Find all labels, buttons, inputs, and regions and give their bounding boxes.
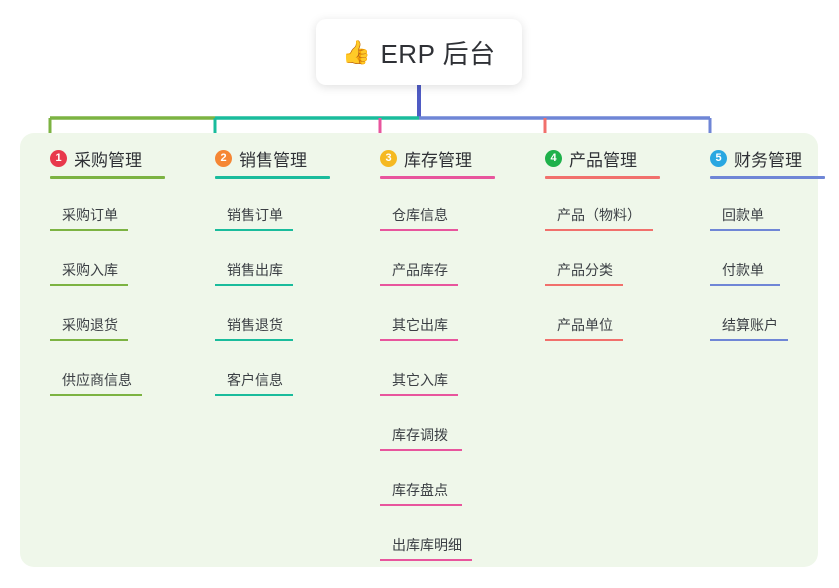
leaf-label: 结算账户 bbox=[722, 317, 778, 333]
leaf-underline bbox=[545, 229, 653, 231]
leaf-underline bbox=[215, 339, 293, 341]
branch-header-4[interactable]: 4 产品管理 bbox=[527, 146, 687, 170]
leaf-underline bbox=[380, 449, 462, 451]
leaf-item[interactable]: 产品（物料） bbox=[527, 179, 687, 234]
leaf-label: 销售订单 bbox=[227, 207, 283, 223]
leaf-item[interactable]: 销售退货 bbox=[197, 289, 357, 344]
leaf-underline bbox=[710, 284, 780, 286]
leaf-label: 产品库存 bbox=[392, 262, 448, 278]
branch-badge-2: 2 bbox=[215, 149, 232, 167]
leaf-label: 采购订单 bbox=[62, 207, 118, 223]
leaf-label: 付款单 bbox=[722, 262, 764, 278]
leaf-label: 销售退货 bbox=[227, 317, 283, 333]
leaf-label: 采购入库 bbox=[62, 262, 118, 278]
leaf-label: 供应商信息 bbox=[62, 372, 132, 388]
branch-header-3[interactable]: 3 库存管理 bbox=[362, 146, 522, 170]
leaf-list-5: 回款单付款单结算账户 bbox=[692, 179, 837, 344]
leaf-item[interactable]: 其它出库 bbox=[362, 289, 522, 344]
leaf-item[interactable]: 库存调拨 bbox=[362, 399, 522, 454]
branch-column-4: 4 产品管理产品（物料） 产品分类产品单位 bbox=[527, 146, 687, 344]
diagram-panel bbox=[20, 133, 818, 567]
leaf-label: 产品单位 bbox=[557, 317, 613, 333]
leaf-label: 出库库明细 bbox=[392, 537, 462, 553]
thumbs-up-icon: 👍 bbox=[342, 38, 372, 65]
branch-underline-4 bbox=[545, 176, 660, 179]
leaf-item[interactable]: 产品库存 bbox=[362, 234, 522, 289]
branch-header-1[interactable]: 1 采购管理 bbox=[32, 146, 192, 170]
root-node-label: 👍 ERP 后台 bbox=[342, 34, 495, 71]
leaf-item[interactable]: 仓库信息 bbox=[362, 179, 522, 234]
branch-badge-3: 3 bbox=[380, 149, 397, 167]
branch-title-5: 财务管理 bbox=[734, 150, 802, 170]
leaf-underline bbox=[215, 284, 293, 286]
leaf-underline bbox=[215, 394, 293, 396]
leaf-underline bbox=[380, 559, 472, 561]
leaf-item[interactable]: 结算账户 bbox=[692, 289, 837, 344]
leaf-label: 产品（物料） bbox=[557, 207, 641, 223]
root-title-text: ERP 后台 bbox=[380, 38, 496, 69]
branch-badge-1: 1 bbox=[50, 149, 67, 167]
leaf-underline bbox=[215, 229, 293, 231]
leaf-label: 其它入库 bbox=[392, 372, 448, 388]
leaf-item[interactable]: 销售出库 bbox=[197, 234, 357, 289]
leaf-item[interactable]: 销售订单 bbox=[197, 179, 357, 234]
leaf-underline bbox=[380, 394, 458, 396]
leaf-underline bbox=[545, 284, 623, 286]
branch-title-4: 产品管理 bbox=[569, 150, 637, 170]
branch-underline-5 bbox=[710, 176, 825, 179]
leaf-label: 产品分类 bbox=[557, 262, 613, 278]
branch-underline-1 bbox=[50, 176, 165, 179]
leaf-underline bbox=[50, 394, 142, 396]
leaf-label: 仓库信息 bbox=[392, 207, 448, 223]
leaf-item[interactable]: 采购入库 bbox=[32, 234, 192, 289]
root-node[interactable]: 👍 ERP 后台 bbox=[316, 19, 522, 85]
branch-underline-2 bbox=[215, 176, 330, 179]
leaf-underline bbox=[380, 504, 462, 506]
leaf-list-2: 销售订单销售出库销售退货客户信息 bbox=[197, 179, 357, 399]
leaf-item[interactable]: 回款单 bbox=[692, 179, 837, 234]
leaf-label: 销售出库 bbox=[227, 262, 283, 278]
leaf-list-3: 仓库信息产品库存其它出库其它入库库存调拨库存盘点出库库明细 bbox=[362, 179, 522, 564]
leaf-underline bbox=[50, 229, 128, 231]
leaf-underline bbox=[380, 284, 458, 286]
leaf-item[interactable]: 其它入库 bbox=[362, 344, 522, 399]
leaf-label: 回款单 bbox=[722, 207, 764, 223]
leaf-item[interactable]: 出库库明细 bbox=[362, 509, 522, 564]
branch-column-1: 1 采购管理采购订单采购入库采购退货供应商信息 bbox=[32, 146, 192, 399]
leaf-underline bbox=[710, 339, 788, 341]
branch-badge-5: 5 bbox=[710, 149, 727, 167]
leaf-item[interactable]: 采购退货 bbox=[32, 289, 192, 344]
leaf-list-4: 产品（物料） 产品分类产品单位 bbox=[527, 179, 687, 344]
leaf-item[interactable]: 客户信息 bbox=[197, 344, 357, 399]
branch-title-2: 销售管理 bbox=[239, 150, 307, 170]
leaf-item[interactable]: 产品单位 bbox=[527, 289, 687, 344]
branch-underline-3 bbox=[380, 176, 495, 179]
leaf-label: 客户信息 bbox=[227, 372, 283, 388]
leaf-label: 库存调拨 bbox=[392, 427, 448, 443]
leaf-item[interactable]: 付款单 bbox=[692, 234, 837, 289]
leaf-underline bbox=[710, 229, 780, 231]
branch-column-3: 3 库存管理仓库信息产品库存其它出库其它入库库存调拨库存盘点出库库明细 bbox=[362, 146, 522, 564]
leaf-underline bbox=[50, 339, 128, 341]
branch-column-5: 5 财务管理回款单付款单结算账户 bbox=[692, 146, 837, 344]
branch-column-2: 2 销售管理销售订单销售出库销售退货客户信息 bbox=[197, 146, 357, 399]
leaf-list-1: 采购订单采购入库采购退货供应商信息 bbox=[32, 179, 192, 399]
branch-title-3: 库存管理 bbox=[404, 150, 472, 170]
leaf-item[interactable]: 库存盘点 bbox=[362, 454, 522, 509]
leaf-label: 采购退货 bbox=[62, 317, 118, 333]
leaf-item[interactable]: 采购订单 bbox=[32, 179, 192, 234]
leaf-item[interactable]: 产品分类 bbox=[527, 234, 687, 289]
leaf-underline bbox=[545, 339, 623, 341]
leaf-underline bbox=[50, 284, 128, 286]
branch-header-5[interactable]: 5 财务管理 bbox=[692, 146, 837, 170]
leaf-underline bbox=[380, 339, 458, 341]
branch-badge-4: 4 bbox=[545, 149, 562, 167]
leaf-underline bbox=[380, 229, 458, 231]
leaf-label: 其它出库 bbox=[392, 317, 448, 333]
branch-header-2[interactable]: 2 销售管理 bbox=[197, 146, 357, 170]
branch-title-1: 采购管理 bbox=[74, 150, 142, 170]
leaf-item[interactable]: 供应商信息 bbox=[32, 344, 192, 399]
leaf-label: 库存盘点 bbox=[392, 482, 448, 498]
